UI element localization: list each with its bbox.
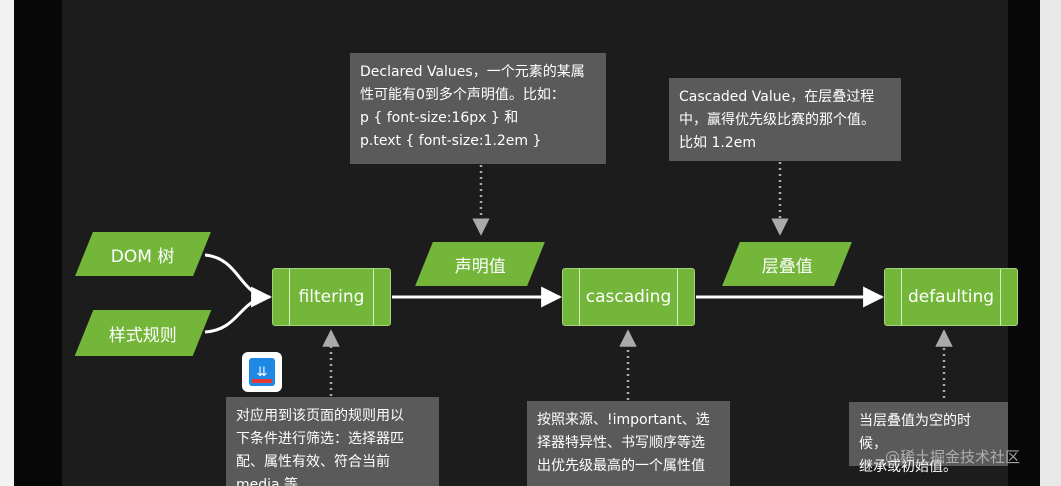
watermark: @稀土掘金技术社区 bbox=[885, 448, 1021, 466]
input-style-rules: 样式规则 bbox=[74, 310, 212, 356]
download-icon: ⇊ bbox=[249, 358, 275, 386]
process-bar bbox=[677, 269, 678, 325]
output-cascaded-values: 层叠值 bbox=[722, 242, 852, 286]
process-bar bbox=[1000, 269, 1001, 325]
step-filtering-label: filtering bbox=[298, 287, 365, 307]
left-dark-band bbox=[14, 0, 62, 486]
output-cascaded-label: 层叠值 bbox=[761, 256, 813, 277]
input-style-rules-label: 样式规则 bbox=[109, 325, 177, 346]
note-defaulting: 当层叠值为空的时候， 继承或初始值。 bbox=[849, 402, 1008, 475]
step-defaulting: defaulting bbox=[884, 268, 1018, 326]
process-bar bbox=[579, 269, 580, 325]
connector-dom-to-filtering bbox=[204, 253, 273, 308]
input-dom-tree: DOM 树 bbox=[75, 232, 211, 276]
right-dark-band bbox=[1008, 0, 1040, 486]
step-cascading: cascading bbox=[562, 268, 695, 326]
right-margin bbox=[1040, 0, 1061, 486]
process-bar bbox=[289, 269, 290, 325]
icon-stripe bbox=[252, 379, 272, 383]
left-margin bbox=[0, 0, 14, 486]
step-defaulting-label: defaulting bbox=[907, 287, 995, 307]
step-filtering: filtering bbox=[272, 268, 391, 326]
process-bar bbox=[373, 269, 374, 325]
output-declared-values: 声明值 bbox=[415, 242, 545, 286]
note-declared-values: Declared Values，一个元素的某属 性可能有0到多个声明值。比如： … bbox=[350, 53, 606, 164]
output-declared-label: 声明值 bbox=[454, 256, 506, 277]
connector-style-to-filtering bbox=[204, 295, 271, 334]
note-filtering: 对应用到该页面的规则用以 下条件进行筛选：选择器匹 配、属性有效、符合当前 me… bbox=[226, 397, 439, 486]
note-cascading: 按照来源、!important、选 择器特异性、书写顺序等选 出优先级最高的一个… bbox=[527, 401, 730, 486]
step-cascading-label: cascading bbox=[585, 287, 672, 307]
process-bar bbox=[901, 269, 902, 325]
app-icon[interactable]: ⇊ bbox=[242, 352, 282, 392]
input-dom-tree-label: DOM 树 bbox=[111, 246, 175, 267]
note-cascaded-value: Cascaded Value，在层叠过程 中，赢得优先级比赛的那个值。 比如 1… bbox=[669, 78, 901, 161]
